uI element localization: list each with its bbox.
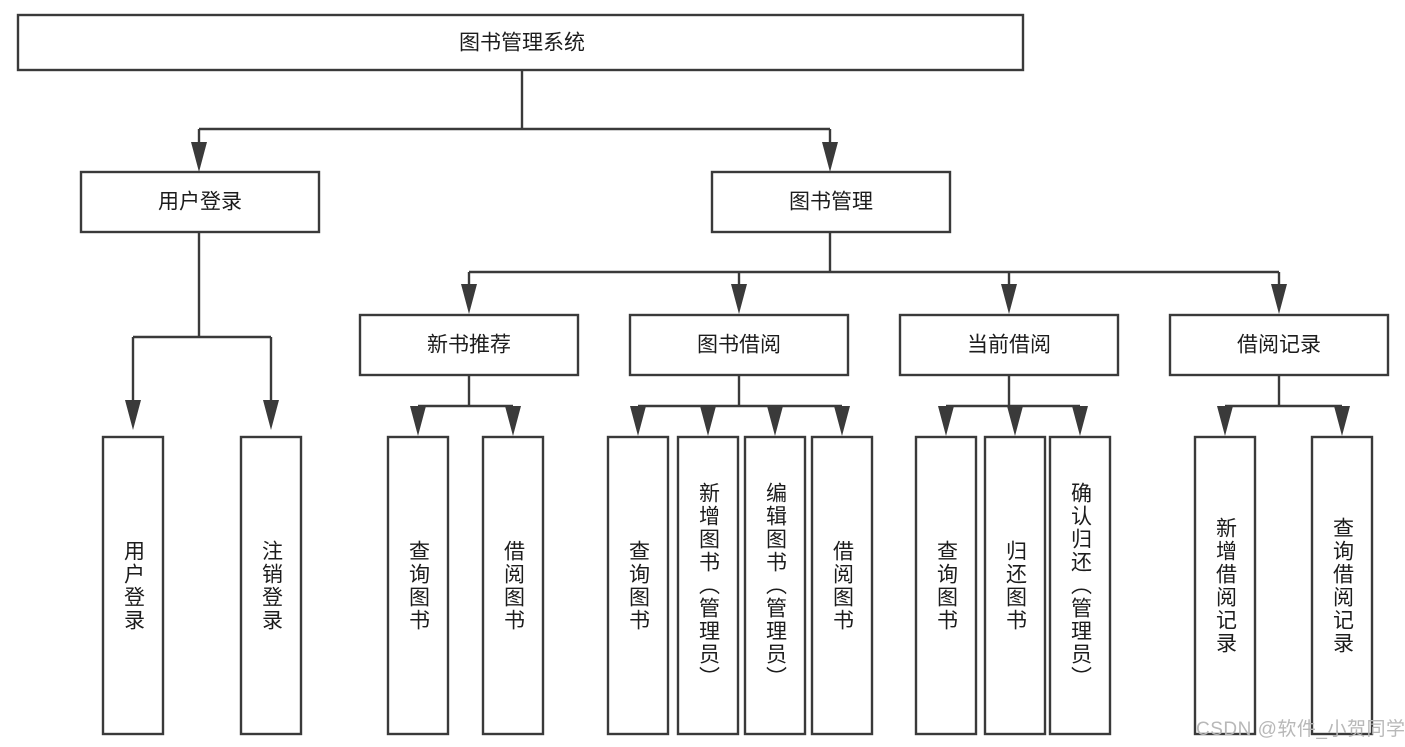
leaf-box-query-borrow-record[interactable] <box>1310 435 1374 736</box>
node-book-borrow-label: 图书借阅 <box>697 334 781 357</box>
arrow-head-icon <box>1001 284 1017 314</box>
arrow-head-icon <box>731 284 747 314</box>
leaf-box-add-borrow-record[interactable] <box>1193 435 1257 736</box>
arrow-head-icon <box>505 406 521 436</box>
node-book-manage[interactable]: 图书管理 <box>710 170 952 234</box>
node-new-book-recommend-box <box>358 313 580 377</box>
leaf-box-borrow-book-2[interactable] <box>810 435 874 736</box>
node-current-borrow-label: 当前借阅 <box>967 334 1051 357</box>
arrow-head-icon <box>191 142 207 172</box>
leaf-box-add-book-admin[interactable] <box>676 435 740 736</box>
leaf-box-query-book-1[interactable] <box>386 435 450 736</box>
node-book-manage-label: 图书管理 <box>789 191 873 214</box>
arrow-head-icon <box>767 406 783 436</box>
node-book-manage-box <box>710 170 952 234</box>
connector-group-current <box>938 375 1088 436</box>
arrow-head-icon <box>263 400 279 430</box>
leaf-box-logout-login[interactable] <box>239 435 303 736</box>
arrow-head-icon <box>1217 406 1233 436</box>
node-root-system[interactable]: 图书管理系统 <box>16 13 1025 72</box>
arrow-head-icon <box>461 284 477 314</box>
node-borrow-record-box <box>1168 313 1390 377</box>
arrow-head-icon <box>1271 284 1287 314</box>
leaf-box-group <box>101 435 1374 736</box>
connector-group-root <box>191 70 838 172</box>
arrow-head-icon <box>700 406 716 436</box>
leaf-box-return-book[interactable] <box>983 435 1047 736</box>
node-user-login-box <box>79 170 321 234</box>
arrow-head-icon <box>410 406 426 436</box>
leaf-box-edit-book-admin[interactable] <box>743 435 807 736</box>
node-root-system-box <box>16 13 1025 72</box>
connector-group-borrow <box>630 375 850 436</box>
connector-group-user-login <box>125 232 279 430</box>
connector-group-book-manage <box>461 232 1287 314</box>
connector-group-new-book <box>410 375 521 436</box>
node-borrow-record-label: 借阅记录 <box>1237 334 1321 357</box>
node-book-borrow-box <box>628 313 850 377</box>
leaf-box-user-login[interactable] <box>101 435 165 736</box>
arrow-head-icon <box>1072 406 1088 436</box>
node-current-borrow[interactable]: 当前借阅 <box>898 313 1120 377</box>
node-new-book-recommend-label: 新书推荐 <box>427 334 511 357</box>
connector-group-record <box>1217 375 1350 436</box>
leaf-box-confirm-return-admin[interactable] <box>1048 435 1112 736</box>
leaf-box-borrow-book-1[interactable] <box>481 435 545 736</box>
node-book-borrow[interactable]: 图书借阅 <box>628 313 850 377</box>
arrow-head-icon <box>1334 406 1350 436</box>
arrow-head-icon <box>834 406 850 436</box>
node-user-login[interactable]: 用户登录 <box>79 170 321 234</box>
arrow-head-icon <box>822 142 838 172</box>
arrow-head-icon <box>938 406 954 436</box>
arrow-head-icon <box>630 406 646 436</box>
node-root-system-label: 图书管理系统 <box>459 32 585 55</box>
leaf-box-query-book-2[interactable] <box>606 435 670 736</box>
node-current-borrow-box <box>898 313 1120 377</box>
node-borrow-record[interactable]: 借阅记录 <box>1168 313 1390 377</box>
leaf-box-query-book-3[interactable] <box>914 435 978 736</box>
arrow-head-icon <box>125 400 141 430</box>
csdn-watermark: CSDN @软件_小贺同学 <box>1196 719 1405 740</box>
arrow-head-icon <box>1007 406 1023 436</box>
node-new-book-recommend[interactable]: 新书推荐 <box>358 313 580 377</box>
node-user-login-label: 用户登录 <box>158 191 242 214</box>
